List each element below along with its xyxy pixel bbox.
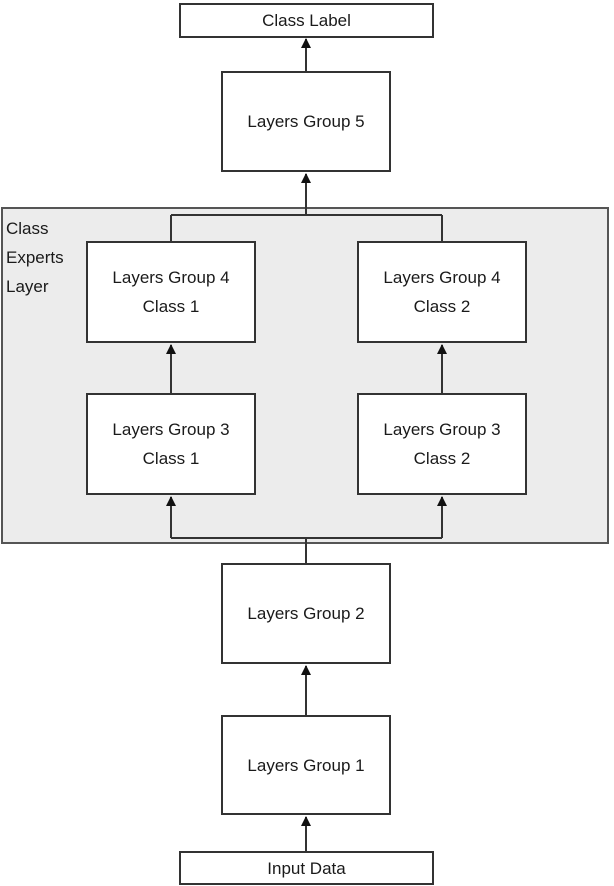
input-data-box: Input Data [179, 851, 434, 885]
group3-class1-line1: Layers Group 3 [112, 420, 230, 439]
group4-class2-line1: Layers Group 4 [383, 268, 501, 287]
layers-group-2-box: Layers Group 2 [221, 563, 391, 664]
layers-group-5-box: Layers Group 5 [221, 71, 391, 172]
layers-group-2-text: Layers Group 2 [247, 604, 365, 623]
group3-class2-line2: Class 2 [413, 449, 471, 468]
class-label-box: Class Label [179, 3, 434, 38]
layers-group-3-class-1-box: Layers Group 3 Class 1 [86, 393, 256, 495]
layers-group-1-text: Layers Group 1 [247, 755, 365, 775]
group4-class1-line2: Class 1 [142, 297, 200, 316]
layers-group-1-box: Layers Group 1 [221, 715, 391, 815]
class-experts-layer-label: Class Experts Layer [6, 219, 64, 296]
layers-group-4-class-1-box: Layers Group 4 Class 1 [86, 241, 256, 343]
class-label-text: Class Label [262, 11, 351, 30]
group4-class1-line1: Layers Group 4 [112, 268, 230, 287]
layers-group-3-class-2-box: Layers Group 3 Class 2 [357, 393, 527, 495]
layers-group-5-text: Layers Group 5 [247, 112, 365, 131]
group3-class1-line2: Class 1 [142, 449, 200, 468]
layers-group-4-class-2-box: Layers Group 4 Class 2 [357, 241, 527, 343]
input-data-text: Input Data [267, 858, 346, 878]
group3-class2-line1: Layers Group 3 [383, 420, 501, 439]
group4-class2-line2: Class 2 [413, 297, 471, 316]
